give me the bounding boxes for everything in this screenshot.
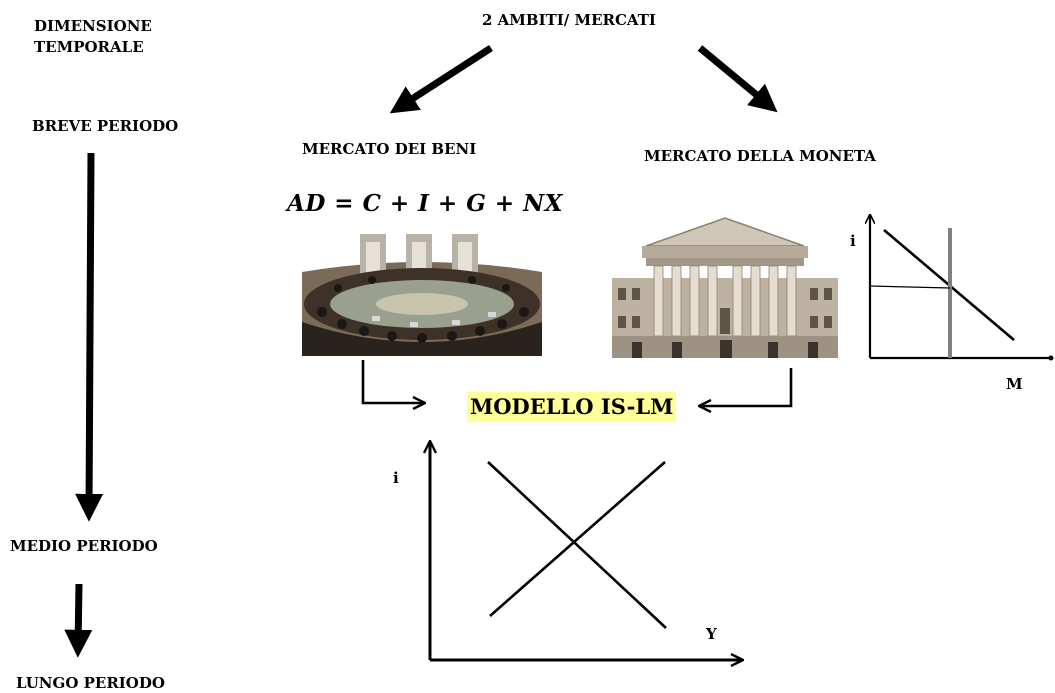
medium-run-label: MEDIO PERIODO — [10, 537, 158, 555]
is-lm-model-label: MODELLO IS-LM — [467, 392, 677, 422]
council-room-photo — [302, 232, 542, 356]
short-run-label: BREVE PERIODO — [32, 117, 179, 135]
is-lm-y-label: i — [393, 469, 399, 487]
short-to-medium-arrow — [75, 152, 104, 522]
money-graph-x-label: M — [1006, 375, 1023, 393]
goods-to-model-arrow — [361, 360, 424, 403]
equilibrium-rate-line — [869, 285, 951, 289]
central-bank-photo — [612, 212, 838, 358]
medium-to-long-arrow — [64, 583, 93, 658]
is-lm-graph — [430, 442, 742, 660]
money-market-arrow — [697, 45, 778, 113]
goods-market-arrow — [389, 45, 493, 114]
money-to-model-arrow — [700, 368, 793, 406]
money-graph-y-label: i — [850, 232, 856, 250]
long-run-label: LUNGO PERIODO — [16, 674, 165, 692]
is-lm-x-label: Y — [706, 625, 717, 643]
aggregate-demand-formula: AD = C + I + G + NX — [287, 190, 564, 217]
money-market-graph — [870, 216, 1054, 361]
money-market-label: MERCATO DELLA MONETA — [644, 147, 876, 165]
money-graph-axis-end — [1048, 355, 1054, 361]
markets-heading: 2 AMBITI/ MERCATI — [482, 11, 656, 29]
is-curve — [487, 461, 667, 629]
lm-curve — [489, 461, 666, 617]
time-dimension-heading: DIMENSIONE TEMPORALE — [34, 17, 152, 56]
goods-market-label: MERCATO DEI BENI — [302, 140, 477, 158]
